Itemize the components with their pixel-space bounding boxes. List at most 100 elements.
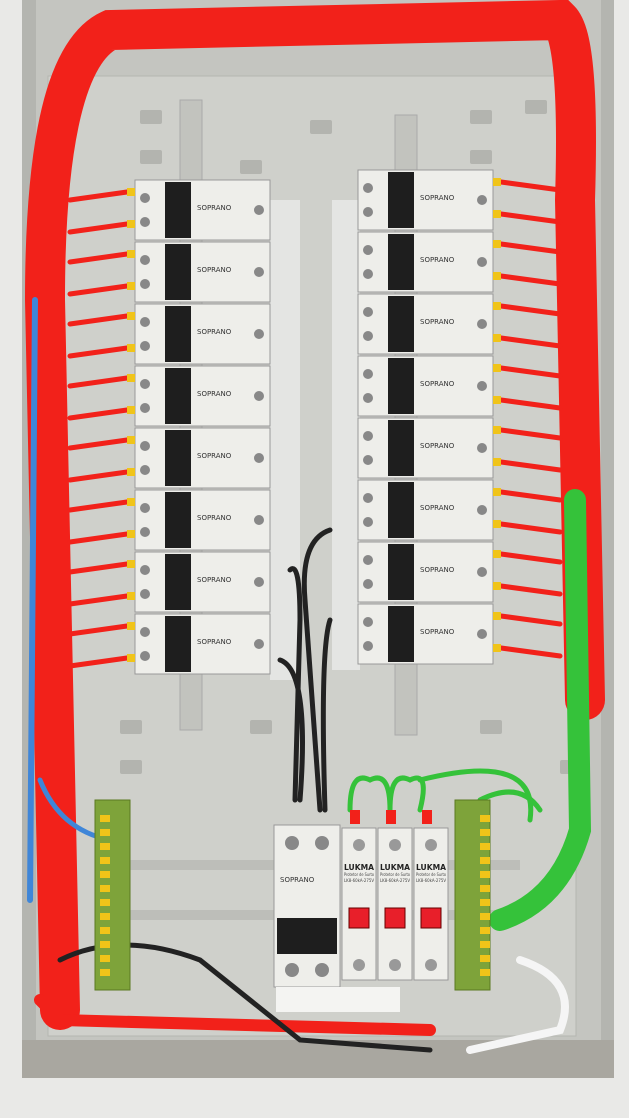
wire	[67, 407, 130, 421]
wire	[498, 613, 563, 627]
breaker-toggle[interactable]	[388, 482, 414, 538]
wire	[67, 313, 130, 327]
breaker-toggle[interactable]	[388, 544, 414, 600]
wire	[24, 0, 605, 1030]
circuit-breaker[interactable]: SOPRANO	[357, 355, 501, 417]
breaker-brand: SOPRANO	[420, 194, 455, 202]
breaker-brand: SOPRANO	[420, 504, 455, 512]
circuit-breaker[interactable]: SOPRANO	[127, 489, 271, 551]
circuit-breaker[interactable]: SOPRANO	[127, 241, 271, 303]
status-indicator	[384, 907, 406, 929]
breaker-brand: SOPRANO	[420, 442, 455, 450]
surge-protector-model: LK8-60kA-275V	[344, 878, 374, 883]
wire	[67, 655, 130, 669]
left-breaker-column: SOPRANOSOPRANOSOPRANOSOPRANOSOPRANOSOPRA…	[127, 179, 271, 675]
circuit-breaker[interactable]: SOPRANO	[357, 417, 501, 479]
wire	[498, 459, 563, 473]
wire	[67, 469, 130, 483]
wire	[67, 437, 130, 451]
breaker-brand: SOPRANO	[197, 638, 232, 646]
breaker-toggle[interactable]	[165, 554, 191, 610]
breaker-brand: SOPRANO	[420, 380, 455, 388]
wire	[498, 179, 563, 193]
breaker-toggle[interactable]	[165, 430, 191, 486]
status-indicator	[420, 907, 442, 929]
circuit-breaker[interactable]: SOPRANO	[357, 479, 501, 541]
wire	[57, 942, 433, 1053]
breaker-toggle[interactable]	[388, 172, 414, 228]
circuit-breaker[interactable]: SOPRANO	[357, 293, 501, 355]
wire	[34, 994, 436, 1036]
circuit-breaker[interactable]: SOPRANO	[127, 303, 271, 365]
wire	[498, 211, 563, 225]
wire	[287, 566, 303, 803]
wire	[489, 489, 592, 931]
circuit-breaker[interactable]: SOPRANO	[127, 179, 271, 241]
ground-bar	[454, 799, 491, 991]
breaker-toggle[interactable]	[165, 492, 191, 548]
breaker-toggle[interactable]	[388, 358, 414, 414]
wire	[498, 489, 563, 503]
breaker-brand: SOPRANO	[420, 318, 455, 326]
surge-protector-model: LK8-60kA-275V	[416, 878, 446, 883]
circuit-breaker[interactable]: SOPRANO	[127, 427, 271, 489]
circuit-breaker[interactable]: SOPRANO	[357, 231, 501, 293]
backplate-holes	[120, 100, 582, 774]
bottom-ledge	[22, 1040, 614, 1078]
circuit-breaker[interactable]: SOPRANO	[357, 603, 501, 665]
main-breaker[interactable]: SOPRANO	[273, 824, 400, 1012]
wire	[67, 375, 130, 389]
wire	[67, 561, 130, 575]
wire	[498, 427, 563, 441]
wire	[417, 768, 534, 823]
surge-protector-brand: LUKMA	[380, 863, 411, 872]
breaker-toggle[interactable]	[165, 306, 191, 362]
circuit-breaker[interactable]: SOPRANO	[357, 541, 501, 603]
surge-protector-type: Protetor de Surto	[380, 872, 410, 877]
surge-protector-type: Protetor de Surto	[344, 872, 374, 877]
right-breaker-column: SOPRANO SOPRANO SOPRANO SOPRANO SOPRANO SOPRA…	[357, 169, 501, 665]
wire	[67, 623, 130, 637]
wire	[27, 297, 38, 903]
wire	[67, 531, 130, 545]
breaker-toggle[interactable]	[388, 296, 414, 352]
wire	[498, 583, 563, 597]
wire	[67, 499, 130, 513]
wire	[498, 303, 563, 317]
breaker-toggle[interactable]	[388, 234, 414, 290]
wire	[498, 241, 563, 255]
wire	[498, 365, 563, 379]
breaker-brand: SOPRANO	[420, 566, 455, 574]
breaker-toggle[interactable]	[165, 244, 191, 300]
divider-strip	[270, 200, 300, 680]
breaker-brand: SOPRANO	[197, 390, 232, 398]
circuit-breaker[interactable]: SOPRANO	[357, 169, 501, 231]
wire	[498, 521, 563, 535]
breaker-toggle[interactable]	[388, 606, 414, 662]
surge-protector-brand: LUKMA	[344, 863, 375, 872]
breaker-brand: SOPRANO	[420, 256, 455, 264]
breaker-brand: SOPRANO	[197, 328, 232, 336]
wire	[67, 283, 130, 297]
breaker-toggle[interactable]	[165, 616, 191, 672]
status-indicator	[348, 907, 370, 929]
wire	[301, 527, 333, 813]
wire	[67, 221, 130, 235]
circuit-breaker[interactable]: SOPRANO	[127, 551, 271, 613]
main-breaker-brand: SOPRANO	[280, 876, 315, 884]
main-breaker-toggle[interactable]	[277, 918, 337, 954]
wire	[498, 335, 563, 349]
wire	[67, 345, 130, 359]
breaker-brand: SOPRANO	[197, 576, 232, 584]
breaker-toggle[interactable]	[165, 368, 191, 424]
breaker-toggle[interactable]	[165, 182, 191, 238]
breaker-toggle[interactable]	[388, 420, 414, 476]
circuit-breaker[interactable]: SOPRANO	[127, 365, 271, 427]
breaker-brand: SOPRANO	[197, 452, 232, 460]
wire	[498, 397, 563, 411]
circuit-breaker[interactable]: SOPRANO	[127, 613, 271, 675]
wire	[498, 273, 563, 287]
